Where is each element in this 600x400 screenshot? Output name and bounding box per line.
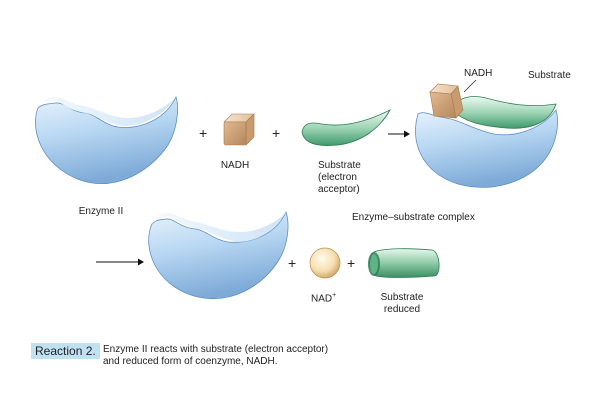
nad-label: NAD+ <box>311 290 336 305</box>
plus-1: + <box>199 125 207 141</box>
nad-label-text: NAD <box>311 293 333 305</box>
enzyme-ii-shape <box>35 95 178 184</box>
substrate-label: Substrate (electron acceptor) <box>318 160 388 196</box>
enzyme-substrate-complex <box>415 79 558 188</box>
nad-sphere <box>309 247 341 279</box>
enzyme-ii-regenerated <box>148 210 289 300</box>
substrate-reduced-line1: Substrate <box>380 292 424 303</box>
substrate-label-line3: acceptor) <box>318 184 360 195</box>
substrate-reduced-line2: reduced <box>383 304 421 315</box>
complex-nadh-label: NADH <box>464 68 493 79</box>
caption-line1: Enzyme II reacts with substrate (electro… <box>103 344 329 355</box>
nadh-label: NADH <box>220 160 250 171</box>
reaction-arrow-1 <box>388 130 410 138</box>
caption-text: Enzyme II reacts with substrate (electro… <box>103 344 403 368</box>
substrate-reduced-shape <box>368 248 440 278</box>
substrate-reduced-label: Substrate reduced <box>372 292 432 316</box>
enzyme-ii-label: Enzyme II <box>78 206 124 217</box>
substrate-label-line1: Substrate <box>318 160 361 171</box>
plus-3: + <box>288 255 296 271</box>
nadh-cube <box>223 113 255 146</box>
complex-substrate-label: Substrate <box>528 70 571 81</box>
caption-line2: and reduced form of coenzyme, NADH. <box>103 356 278 367</box>
nad-label-sup: + <box>332 292 337 299</box>
reaction-arrow-2 <box>96 258 144 266</box>
caption-tag: Reaction 2. <box>31 343 100 359</box>
plus-2: + <box>272 125 280 141</box>
plus-4: + <box>347 255 355 271</box>
substrate-shape <box>301 109 391 146</box>
substrate-label-line2: (electron <box>318 172 357 183</box>
complex-label: Enzyme–substrate complex <box>352 212 475 223</box>
